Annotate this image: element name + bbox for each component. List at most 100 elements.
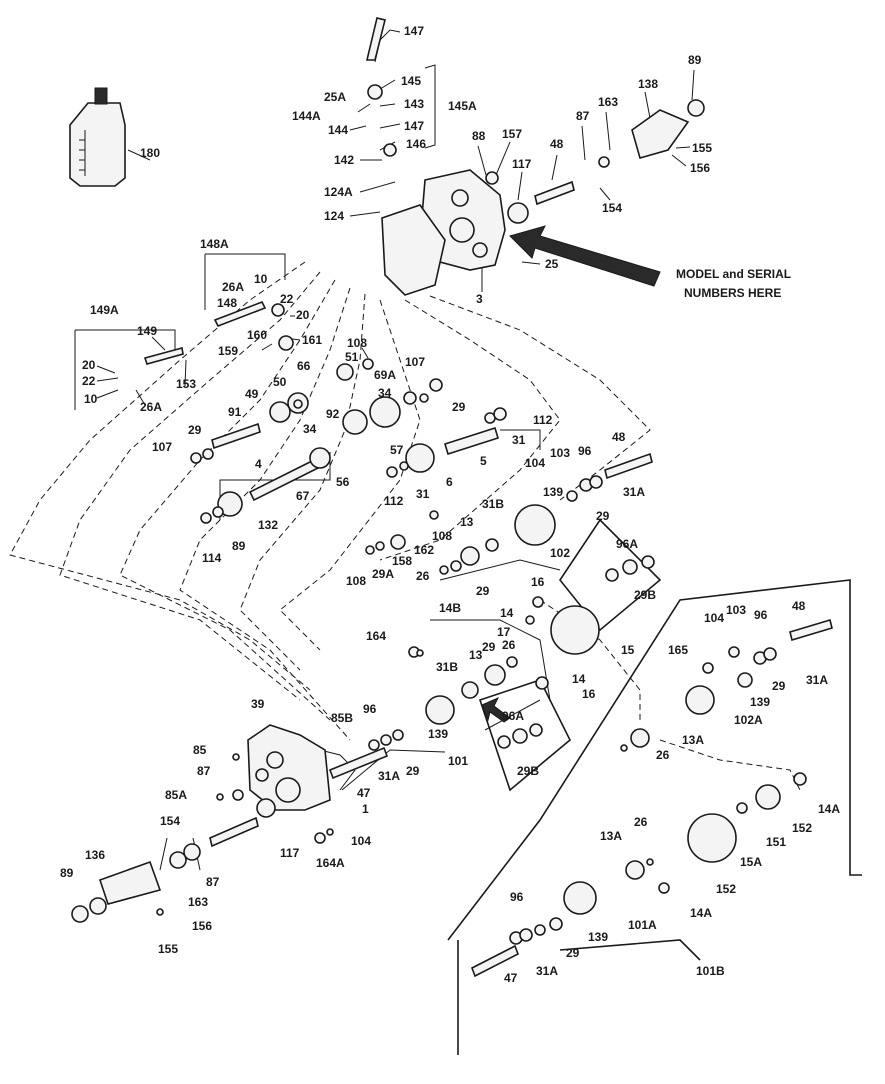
label-91: 91 (228, 405, 242, 419)
label-104: 104 (525, 456, 545, 470)
washers-bearings (71, 84, 807, 945)
label-152: 152 (792, 821, 812, 835)
label-104: 104 (704, 611, 724, 625)
label-148A: 148A (200, 237, 229, 251)
label-117: 117 (512, 157, 532, 171)
gears (217, 363, 781, 915)
label-29: 29 (188, 423, 202, 437)
label-51: 51 (345, 350, 359, 364)
label-164: 164 (366, 629, 386, 643)
label-112: 112 (384, 494, 404, 508)
label-102A: 102A (734, 713, 763, 727)
label-29A: 29A (372, 567, 394, 581)
label-5: 5 (480, 454, 487, 468)
label-139: 139 (588, 930, 608, 944)
label-145A: 145A (448, 99, 477, 113)
label-85: 85 (193, 743, 207, 757)
label-31: 31 (512, 433, 526, 447)
label-139: 139 (428, 727, 448, 741)
label-29: 29 (566, 946, 580, 960)
label-103: 103 (550, 446, 570, 460)
label-22: 22 (82, 374, 96, 388)
label-180: 180 (140, 146, 160, 160)
label-101: 101 (448, 754, 468, 768)
label-154: 154 (160, 814, 180, 828)
label-96A: 96A (616, 537, 638, 551)
label-26A: 26A (222, 280, 244, 294)
label-156: 156 (690, 161, 710, 175)
label-87: 87 (197, 764, 211, 778)
label-96: 96 (754, 608, 768, 622)
label-155: 155 (158, 942, 178, 956)
label-29: 29 (406, 764, 420, 778)
label-161: 161 (302, 333, 322, 347)
label-148: 148 (217, 296, 237, 310)
label-13: 13 (460, 515, 474, 529)
label-48: 48 (612, 430, 626, 444)
label-66: 66 (297, 359, 311, 373)
lower-housing (247, 724, 331, 811)
label-139: 139 (750, 695, 770, 709)
label-13A: 13A (600, 829, 622, 843)
label-1: 1 (362, 802, 369, 816)
label-87: 87 (576, 109, 590, 123)
label-48: 48 (792, 599, 806, 613)
model-serial-note: MODEL and SERIAL NUMBERS HERE (676, 267, 791, 300)
label-96: 96 (363, 702, 377, 716)
label-144: 144 (328, 123, 348, 137)
label-101A: 101A (628, 918, 657, 932)
label-92: 92 (326, 407, 340, 421)
label-48: 48 (550, 137, 564, 151)
label-153: 153 (176, 377, 196, 391)
label-163: 163 (598, 95, 618, 109)
label-124: 124 (324, 209, 344, 223)
label-136: 136 (85, 848, 105, 862)
label-15A: 15A (740, 855, 762, 869)
label-146: 146 (406, 137, 426, 151)
label-162: 162 (414, 543, 434, 557)
label-29: 29 (452, 400, 466, 414)
label-154: 154 (602, 201, 622, 215)
label-14A: 14A (818, 802, 840, 816)
label-157: 157 (502, 127, 522, 141)
label-89: 89 (232, 539, 246, 553)
label-26: 26 (416, 569, 430, 583)
label-34: 34 (378, 386, 392, 400)
label-101B: 101B (696, 964, 725, 978)
label-34: 34 (303, 422, 317, 436)
label-147: 147 (404, 24, 424, 38)
label-26: 26 (502, 638, 516, 652)
label-10: 10 (84, 392, 98, 406)
label-47: 47 (357, 786, 371, 800)
label-85A: 85A (165, 788, 187, 802)
shafts (98, 17, 833, 978)
label-165: 165 (668, 643, 688, 657)
label-155: 155 (692, 141, 712, 155)
label-31A: 31A (623, 485, 645, 499)
note-line-2: NUMBERS HERE (684, 286, 781, 300)
label-139: 139 (543, 485, 563, 499)
label-89: 89 (688, 53, 702, 67)
label-10: 10 (254, 272, 268, 286)
label-108: 108 (347, 336, 367, 350)
label-96A: 96A (502, 709, 524, 723)
label-138: 138 (638, 77, 658, 91)
label-29: 29 (476, 584, 490, 598)
label-49: 49 (245, 387, 259, 401)
label-132: 132 (258, 518, 278, 532)
label-56: 56 (336, 475, 350, 489)
label-31B: 31B (482, 497, 504, 511)
label-13A: 13A (682, 733, 704, 747)
label-145: 145 (401, 74, 421, 88)
label-50: 50 (273, 375, 287, 389)
part-labels: 147 145 145A 25A 143 144A 147 144 146 14… (60, 24, 840, 985)
label-31B: 31B (436, 660, 458, 674)
upper-housing (381, 169, 506, 296)
label-67: 67 (296, 489, 310, 503)
label-4: 4 (255, 457, 262, 471)
label-31: 31 (416, 487, 430, 501)
label-3: 3 (476, 292, 483, 306)
label-103: 103 (726, 603, 746, 617)
label-158: 158 (392, 554, 412, 568)
label-26A: 26A (140, 400, 162, 414)
